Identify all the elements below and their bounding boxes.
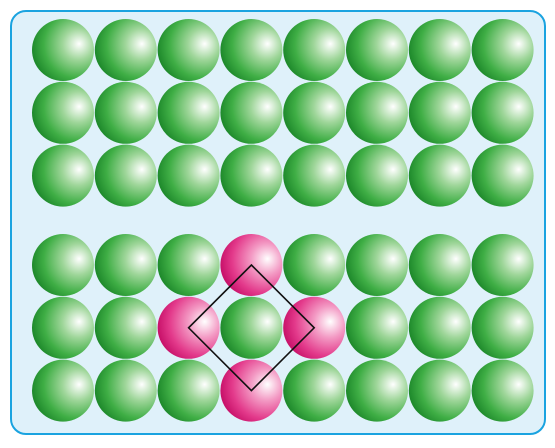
green-sphere — [95, 297, 157, 359]
green-sphere — [409, 297, 471, 359]
green-sphere — [409, 82, 471, 144]
green-sphere — [220, 297, 282, 359]
green-sphere — [220, 19, 282, 81]
green-sphere — [32, 297, 94, 359]
green-sphere — [472, 19, 534, 81]
green-sphere — [32, 234, 94, 296]
green-sphere — [346, 145, 408, 207]
green-sphere — [409, 360, 471, 422]
green-sphere — [95, 19, 157, 81]
green-sphere — [346, 234, 408, 296]
green-sphere — [158, 234, 220, 296]
green-sphere — [283, 145, 345, 207]
green-sphere — [472, 297, 534, 359]
top-lattice — [32, 19, 534, 207]
green-sphere — [158, 360, 220, 422]
green-sphere — [409, 19, 471, 81]
green-sphere — [32, 82, 94, 144]
green-sphere — [283, 360, 345, 422]
green-sphere — [95, 360, 157, 422]
green-sphere — [32, 145, 94, 207]
green-sphere — [346, 297, 408, 359]
green-sphere — [346, 19, 408, 81]
green-sphere — [95, 82, 157, 144]
green-sphere — [32, 360, 94, 422]
green-sphere — [95, 234, 157, 296]
green-sphere — [472, 360, 534, 422]
green-sphere — [346, 360, 408, 422]
green-sphere — [472, 234, 534, 296]
green-sphere — [220, 82, 282, 144]
green-sphere — [283, 82, 345, 144]
green-sphere — [472, 82, 534, 144]
green-sphere — [472, 145, 534, 207]
green-sphere — [220, 145, 282, 207]
green-sphere — [409, 145, 471, 207]
green-sphere — [283, 19, 345, 81]
green-sphere — [158, 145, 220, 207]
green-sphere — [158, 82, 220, 144]
green-sphere — [283, 234, 345, 296]
green-sphere — [158, 19, 220, 81]
bottom-lattice — [32, 234, 534, 422]
green-sphere — [95, 145, 157, 207]
green-sphere — [32, 19, 94, 81]
green-sphere — [346, 82, 408, 144]
green-sphere — [409, 234, 471, 296]
